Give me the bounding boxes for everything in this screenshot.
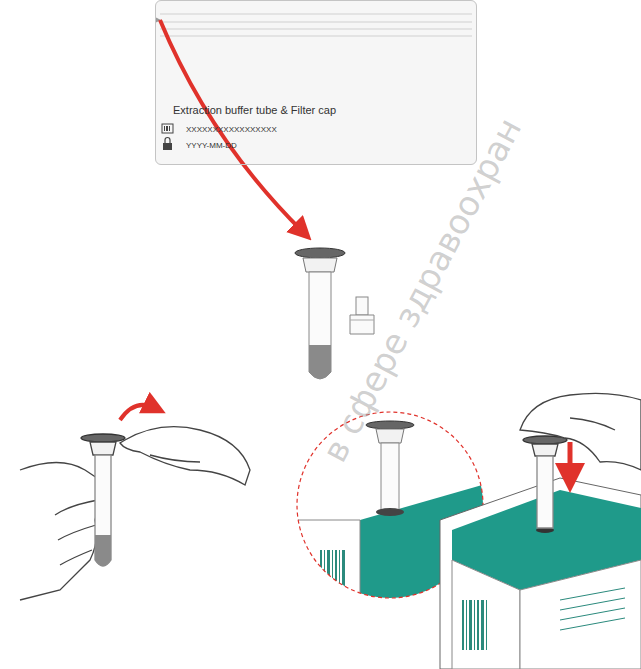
hand-pressing-tube xyxy=(520,393,641,528)
zip-lines xyxy=(160,14,472,36)
peel-arrow xyxy=(120,405,155,420)
pouch-label: Extraction buffer tube & Filter capXXXXX… xyxy=(155,0,477,165)
filter-cap xyxy=(350,297,374,334)
hand-opening-tube xyxy=(20,427,250,600)
expiry-date: YYYY-MM-DD xyxy=(186,141,237,150)
lock-icon xyxy=(163,138,172,151)
press-arrow xyxy=(568,442,573,478)
red-arrow xyxy=(160,20,303,232)
pouch-fill xyxy=(155,0,477,165)
lot-number: XXXXXXXXXXXXXXXXX xyxy=(186,125,277,134)
extraction-tube xyxy=(295,248,345,379)
barcode-icon xyxy=(162,124,173,133)
pouch-title: Extraction buffer tube & Filter cap xyxy=(173,104,336,116)
